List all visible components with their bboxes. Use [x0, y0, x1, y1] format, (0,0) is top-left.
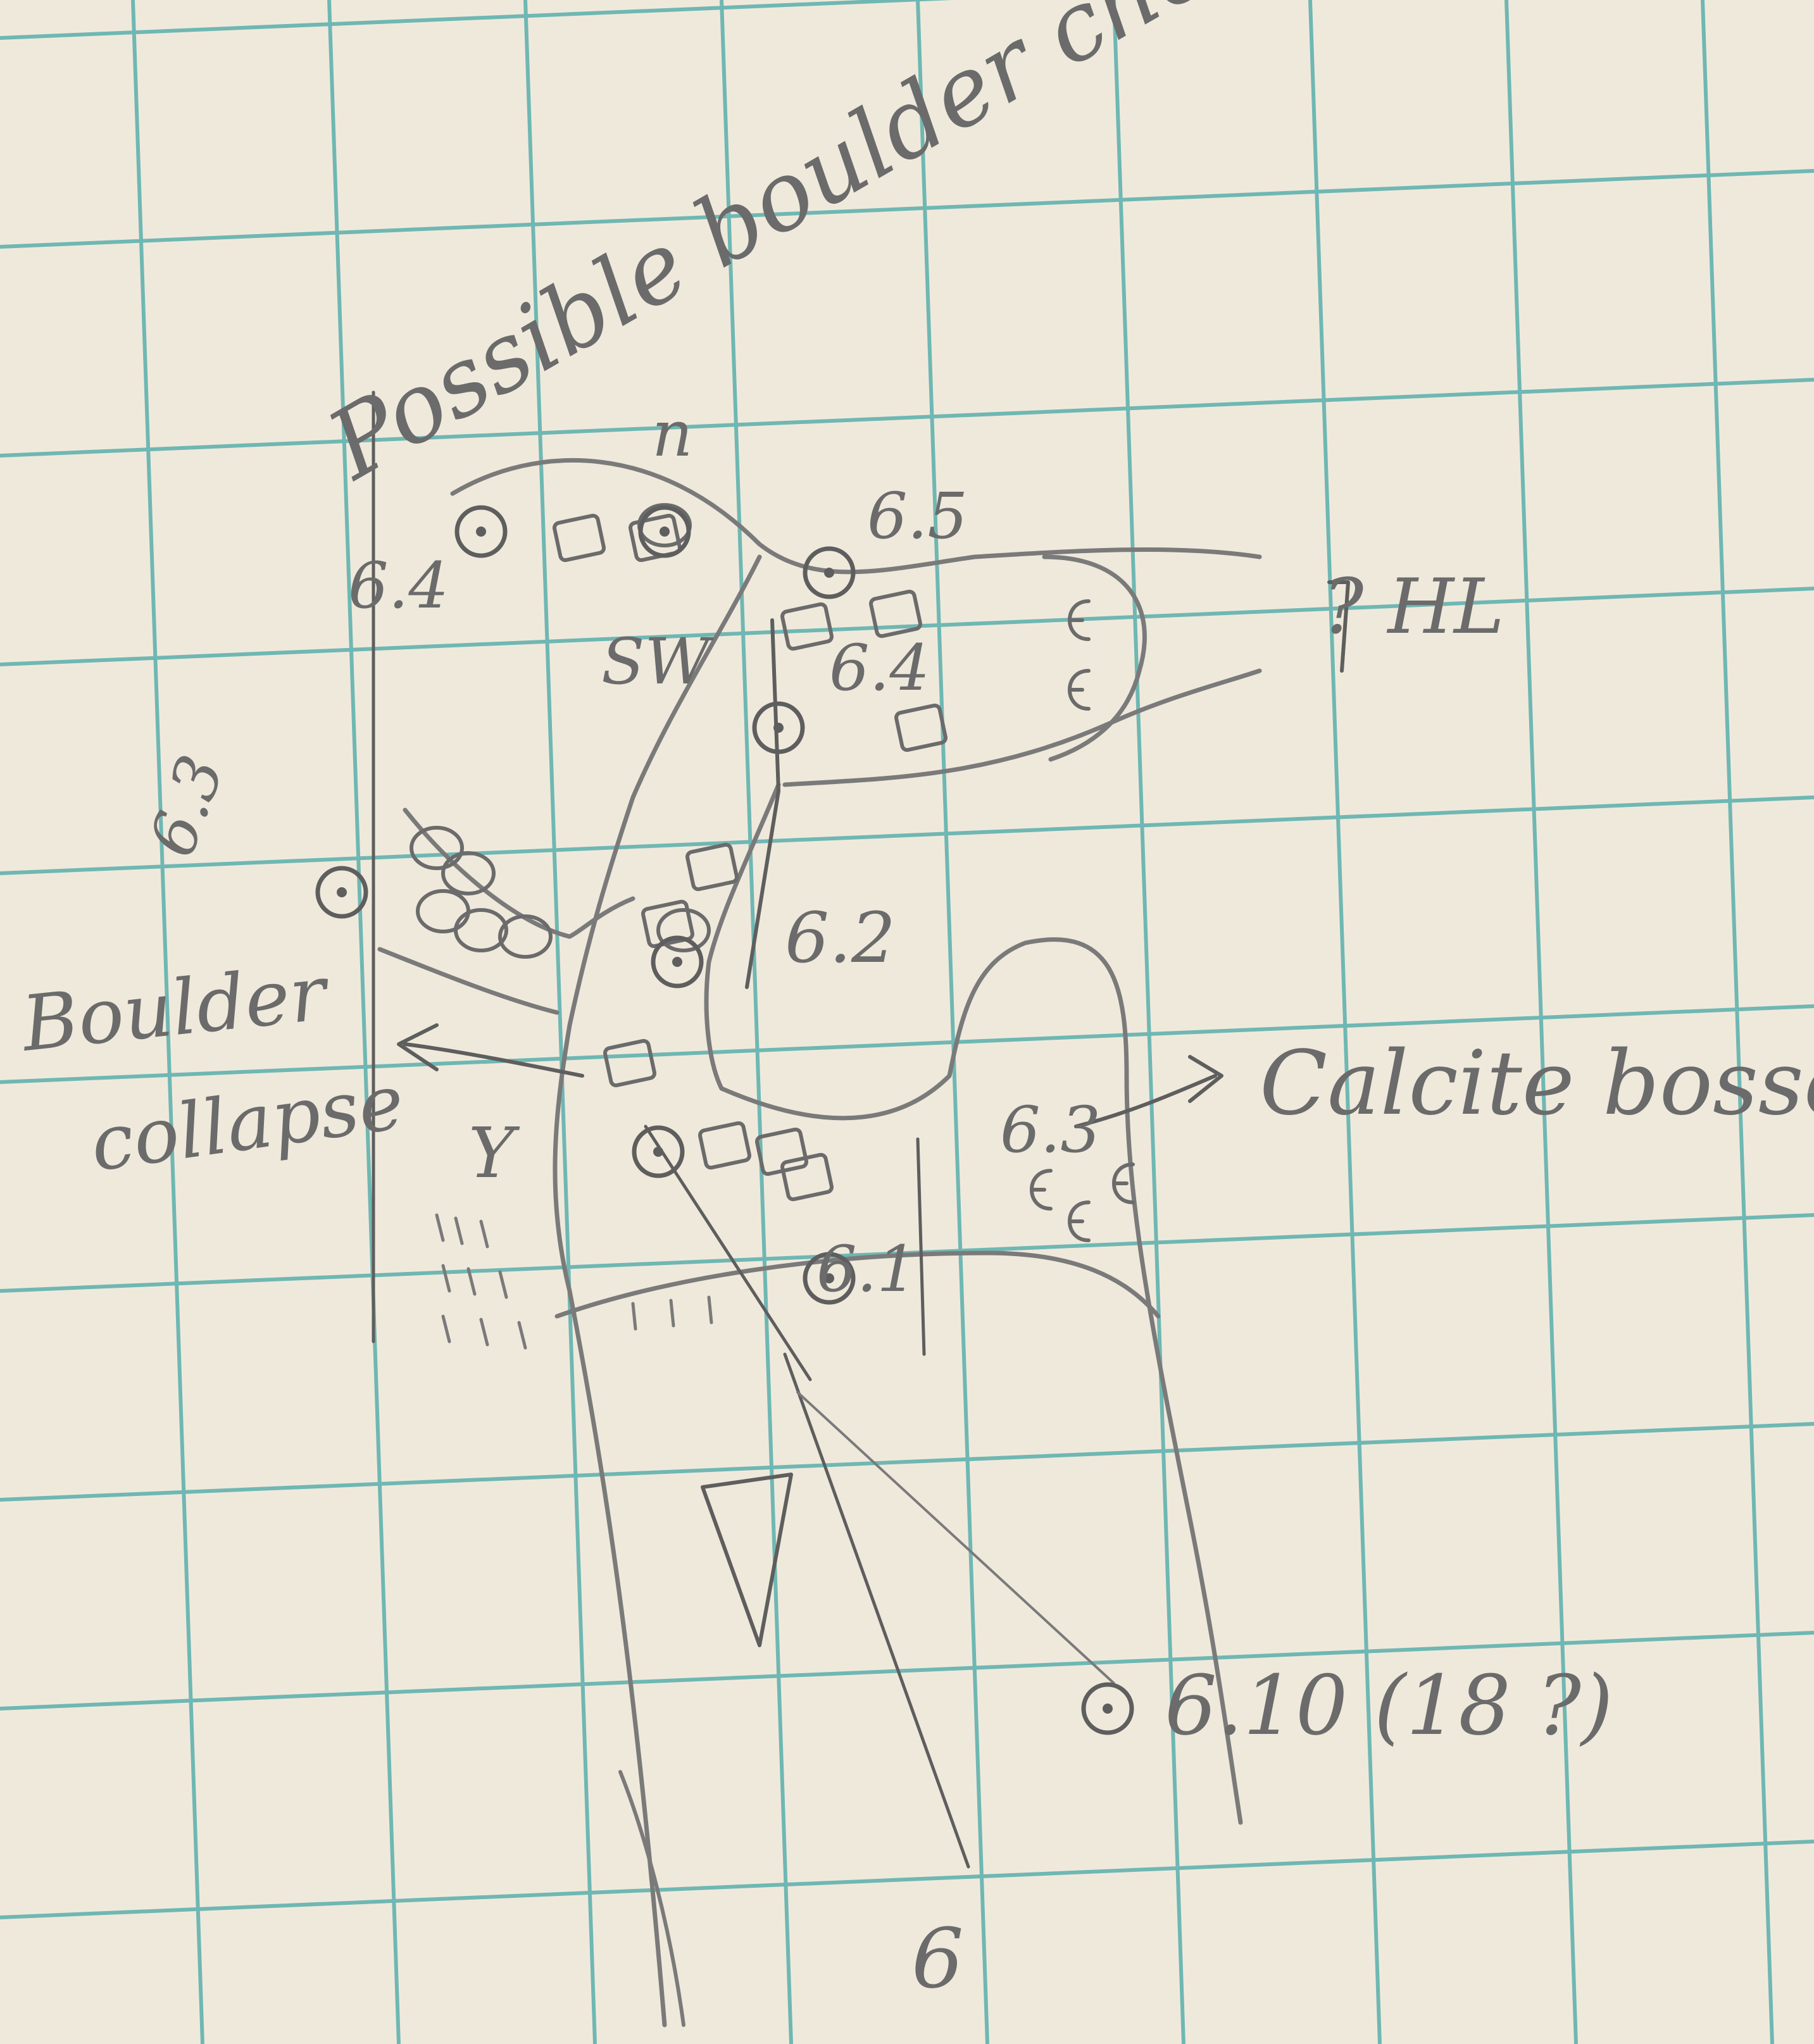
grid-line-vertical: [1504, 0, 1578, 2044]
boulder-icon: [603, 1038, 656, 1088]
grid-line-horizontal: [0, 169, 1814, 249]
survey-station-icon: [638, 505, 691, 558]
upper-right-wall: [782, 668, 1262, 787]
survey-stations: [315, 505, 1134, 1735]
calcite-bosses: [1030, 599, 1135, 1242]
boulder-icon: [780, 1152, 834, 1202]
grid-line-vertical: [131, 0, 204, 2044]
survey-station-dot: [773, 723, 784, 733]
survey-station-icon: [651, 935, 704, 988]
calcite-bosses-arrow: [1074, 1074, 1217, 1128]
survey-station-dot: [1103, 1704, 1113, 1714]
boulder-icon: [755, 1127, 808, 1176]
grid-line-vertical: [1701, 0, 1774, 2044]
flowstone-ticks: [435, 1213, 713, 1350]
calcite-boss-icon: [1068, 599, 1091, 641]
grid-line-horizontal: [0, 1422, 1814, 1502]
boulder-icon: [780, 602, 834, 651]
survey-station-icon: [454, 505, 508, 558]
boulder-icon: [454, 908, 508, 952]
grid-line-horizontal: [0, 1004, 1814, 1084]
grid-line-vertical: [720, 0, 793, 2044]
survey-station-icon: [1081, 1682, 1134, 1735]
station-label-top-right: 6.5: [867, 479, 968, 553]
boulder-icon: [685, 842, 739, 892]
calcite-boss-icon: [1068, 1200, 1091, 1242]
station-label-mid-right: 6.4: [829, 631, 930, 705]
hl-label: ? HL: [1323, 563, 1504, 651]
grid-line-horizontal: [0, 1840, 1814, 1919]
upper-left-wall: [450, 458, 1262, 575]
boulder-icon: [698, 1121, 751, 1170]
boulder-icon: [869, 589, 922, 639]
survey-station-dot: [653, 1147, 663, 1157]
survey-station-icon: [632, 1125, 685, 1178]
central-right-wall: [704, 782, 1243, 1825]
calcite-boss-icon: [1068, 669, 1091, 711]
hl-bulge: [1042, 554, 1147, 762]
boulders: [410, 503, 948, 1202]
left-wall-bottom: [618, 1770, 685, 2027]
boulder-icon: [641, 899, 694, 949]
survey-station-dot: [476, 527, 486, 537]
station-label-bottom-center: 6.1: [816, 1232, 917, 1306]
station-label-right-lower: 6.3: [1000, 1093, 1101, 1167]
survey-station-icon: [752, 701, 805, 754]
grid-line-vertical: [1112, 0, 1185, 2044]
boulder-ridge-lower: [377, 947, 560, 1015]
calcite-bosses-label: Calcite bosses: [1260, 1032, 1814, 1135]
survey-station-dot: [824, 1273, 834, 1283]
grid-line-horizontal: [0, 378, 1814, 458]
grid-line-vertical: [327, 0, 401, 2044]
grid-line-horizontal: [0, 1631, 1814, 1711]
station-label-center: 6.2: [785, 897, 896, 978]
boulder-icon: [656, 908, 711, 952]
north-arrow-icon: [1327, 580, 1350, 673]
stalagmite-icon: [701, 1473, 793, 1647]
passage-walls: [377, 458, 1262, 2028]
boulder-icon: [894, 703, 948, 752]
grid-line-horizontal: [0, 0, 953, 40]
survey-station-dot: [660, 527, 670, 537]
boulder-collapse-arrow: [403, 1042, 584, 1078]
calcite-boss-icon: [1030, 1169, 1053, 1211]
station-label-far: 6.10 (18 ?): [1165, 1657, 1613, 1754]
survey-station-icon: [803, 546, 856, 599]
grid-line-vertical: [523, 0, 597, 2044]
boulder-icon: [410, 826, 464, 870]
y-mark: Y: [468, 1112, 520, 1193]
boulder-ridge-upper: [403, 807, 635, 939]
lower-crossing-ledge: [554, 1250, 1161, 1319]
top-n-mark: n: [652, 397, 692, 471]
annotation-arrows: [397, 1023, 1223, 1128]
boulder-icon: [553, 513, 606, 563]
survey-station-icon: [803, 1252, 856, 1305]
bottom-station-label: 6: [911, 1910, 964, 2007]
station-label-top-left: 6.4: [348, 549, 449, 623]
survey-station-icon: [315, 866, 368, 919]
grid-line-vertical: [1308, 0, 1382, 2044]
central-left-wall: [553, 554, 762, 2028]
boulder-icon: [441, 851, 496, 895]
grid-line-horizontal: [0, 795, 1814, 875]
grid-line-vertical: [916, 0, 989, 2044]
boulder-icon: [498, 914, 553, 959]
calcite-boss-icon: [1112, 1162, 1135, 1204]
survey-station-dot: [824, 568, 834, 578]
survey-station-dot: [672, 957, 682, 967]
grid-line-horizontal: [0, 587, 1814, 666]
sw-mark: SW: [601, 625, 715, 699]
survey-station-dot: [337, 887, 347, 897]
